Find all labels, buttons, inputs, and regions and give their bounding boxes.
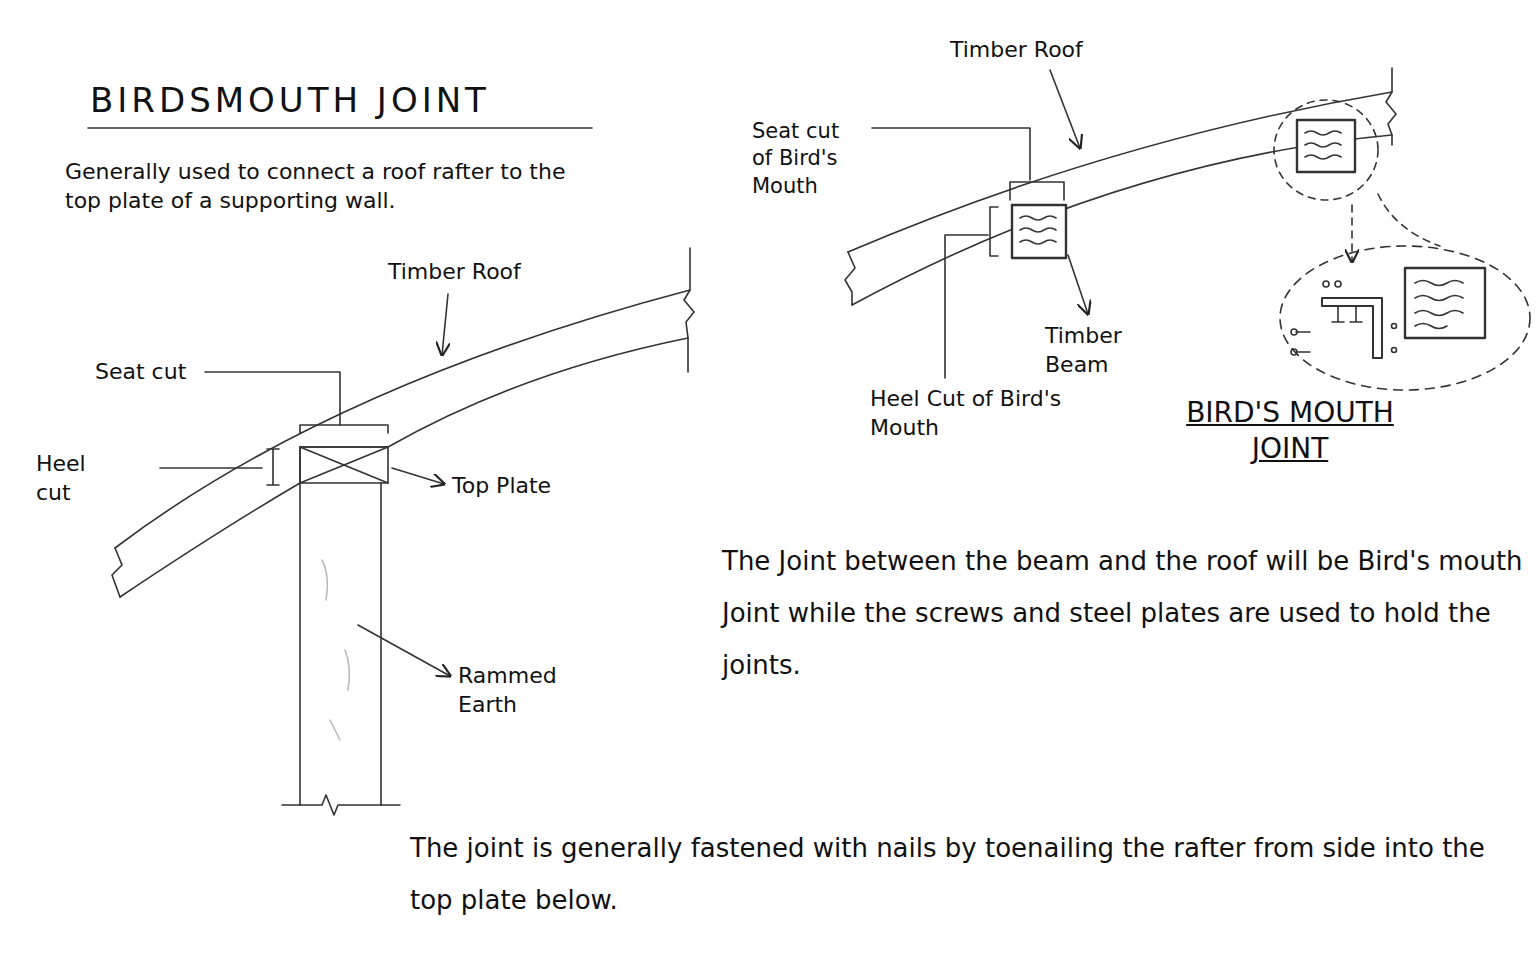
note-text: Generally used to connect a roof rafter … [65, 158, 585, 215]
dimension-bracket [300, 425, 388, 433]
rafter-top-edge [848, 92, 1392, 252]
leader-line [945, 235, 988, 378]
break-mark [112, 548, 122, 597]
wood-grain [1305, 131, 1341, 159]
rafter-bottom-edge [120, 338, 688, 597]
part-label: Rammed Earth [458, 662, 578, 719]
screw-head [1335, 281, 1341, 287]
timber-beam [1012, 205, 1066, 258]
leader-arrow [358, 625, 450, 676]
part-label: Heel cut [36, 450, 98, 507]
leader-line [205, 372, 340, 425]
break-mark [845, 252, 855, 305]
part-label: Heel Cut of Bird's Mouth [870, 385, 1070, 442]
earth-texture [322, 560, 349, 740]
steel-plate [1322, 298, 1382, 358]
screw [1332, 306, 1362, 322]
wood-grain [1415, 281, 1463, 329]
dimension-bracket [1010, 182, 1064, 200]
part-label: Seat cut of Bird's Mouth [752, 118, 864, 200]
break-mark [684, 248, 694, 372]
top-plate-cross [300, 447, 388, 483]
break-mark [1386, 68, 1396, 145]
screw-head [1392, 348, 1397, 353]
figure-title: BIRD'S MOUTH JOINT [1160, 395, 1420, 468]
break-mark [282, 795, 400, 815]
note-text: The joint is generally fastened with nai… [410, 822, 1510, 926]
wood-grain [1020, 216, 1056, 244]
leader-arrow [1050, 70, 1080, 148]
title-underline [88, 127, 592, 129]
diagram-title: BIRDSMOUTH JOINT [90, 80, 490, 120]
detail-pointer [1378, 194, 1440, 246]
leader-line [160, 467, 262, 469]
part-label: Timber Roof [388, 258, 521, 287]
rafter-top-edge [115, 290, 690, 548]
dimension-mark [267, 449, 279, 485]
leader-arrow [392, 468, 444, 484]
part-label: Timber Roof [950, 36, 1083, 65]
part-label: Top Plate [452, 472, 551, 501]
leader-arrow [1068, 255, 1088, 314]
timber-beam [1297, 120, 1355, 172]
timber-beam [1405, 268, 1485, 338]
screw [1296, 332, 1310, 352]
rammed-earth-wall [300, 483, 381, 805]
detail-circle [1280, 246, 1530, 390]
leader-arrow [442, 294, 448, 355]
part-label: Seat cut [95, 358, 186, 387]
dimension-bracket [990, 207, 998, 256]
screw-head [1291, 329, 1297, 335]
detail-circle [1274, 100, 1378, 200]
leader-line [872, 128, 1030, 180]
top-plate [300, 447, 388, 483]
screw-head [1392, 324, 1397, 329]
part-label: Timber Beam [1045, 322, 1155, 379]
note-text: The Joint between the beam and the roof … [722, 535, 1532, 691]
screw-head [1323, 281, 1329, 287]
screw-head [1291, 349, 1297, 355]
